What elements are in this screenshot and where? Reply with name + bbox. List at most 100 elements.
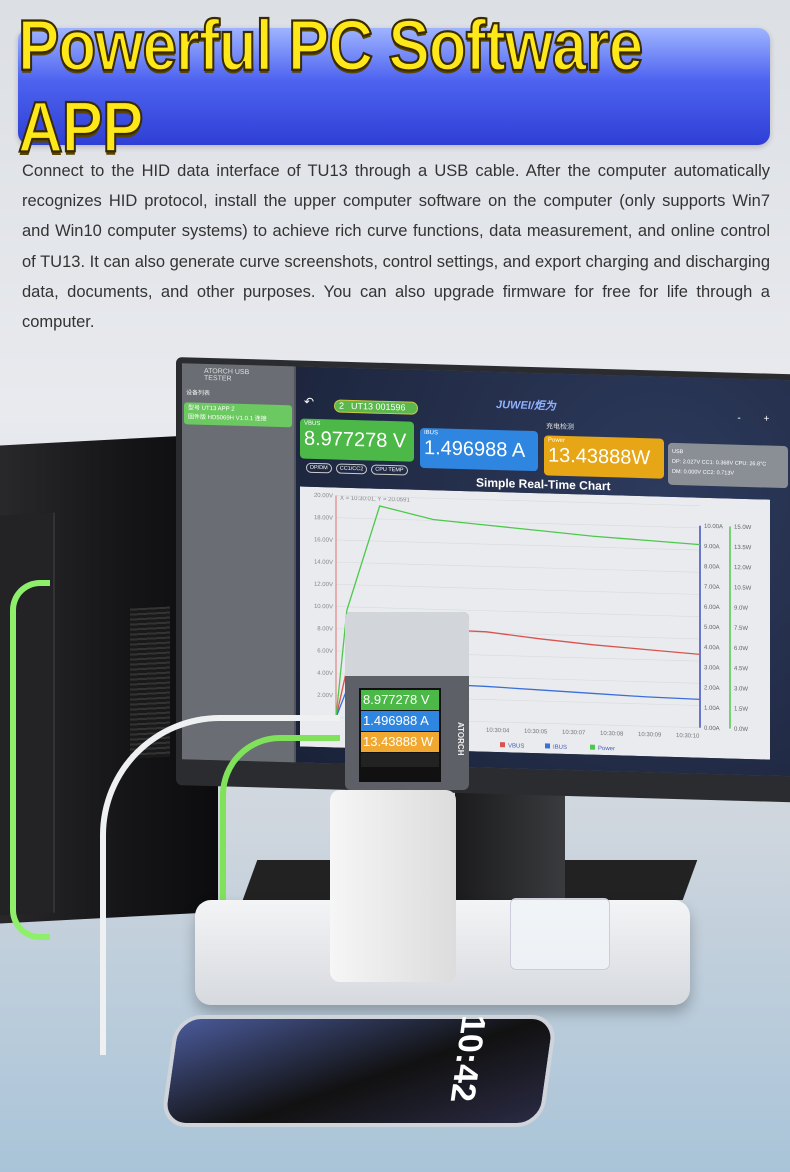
cursor-readout: X = 10:30:01, Y = 20.0591	[340, 496, 410, 504]
cc-toggle[interactable]: CC1/CC2	[335, 463, 368, 475]
y-right-a-tick: 3.00A	[704, 665, 720, 671]
usb-tester-device: 8.977278 V 1.496988 A 13.43888 W ATORCH	[345, 612, 469, 790]
x-tick: 10:30:07	[562, 730, 586, 737]
y-left-tick: 10.00V	[314, 604, 333, 611]
y-right-w-tick: 1.5W	[734, 706, 748, 712]
green-usb-cable	[10, 580, 50, 940]
cc1-voltage: CC1: 0.368V	[701, 459, 734, 467]
y-right-a-tick: 4.00A	[704, 645, 720, 651]
intro-text: Connect to the HID data interface of TU1…	[22, 162, 770, 332]
title-banner: Powerful PC Software APP	[17, 5, 770, 168]
x-tick: 10:30:10	[676, 733, 700, 740]
y-right-w-tick: 3.0W	[734, 686, 748, 692]
y-right-w-tick: 10.5W	[734, 585, 752, 591]
vbus-value: 8.977278 V	[304, 427, 407, 453]
y-right-w-tick: 15.0W	[734, 525, 752, 531]
x-tick: 10:30:08	[600, 731, 624, 738]
y-right-a-tick: 0.00A	[704, 726, 720, 732]
phone-clock: 10:42	[442, 1015, 493, 1102]
window-controls[interactable]: - + ×	[737, 412, 790, 426]
legend-swatch	[500, 742, 505, 748]
monitor-stand	[455, 790, 565, 910]
device-row-firmware: 固件版 HD5069H V1.0.1 连接	[188, 414, 267, 423]
dp-dm-toggle[interactable]: DP/DM	[306, 462, 332, 474]
y-right-a-tick: 5.00A	[704, 625, 720, 631]
y-left-tick: 20.00V	[314, 493, 333, 500]
x-tick: 10:30:09	[638, 732, 662, 739]
tester-info	[361, 753, 439, 767]
gridline	[336, 517, 700, 529]
y-left-tick: 14.00V	[314, 560, 333, 567]
gridline	[336, 539, 700, 551]
y-left-tick: 12.00V	[314, 582, 333, 589]
white-usb-cable	[100, 715, 340, 1055]
series-line-power	[335, 505, 701, 718]
dm-voltage: DM: 0.000V	[672, 468, 702, 476]
cc2-voltage: CC2: 0.713V	[702, 469, 735, 477]
legend-swatch	[545, 743, 550, 749]
x-tick: 10:30:04	[486, 728, 510, 735]
brand-logo: JUWEI/炬为	[496, 399, 556, 413]
device-tag[interactable]: 2 UT13 001596	[334, 399, 418, 415]
app-subtitle: 充电检测	[546, 423, 574, 432]
banner-title: Powerful PC Software APP	[17, 5, 644, 168]
y-right-a-tick: 10.00A	[704, 524, 723, 531]
y-left-tick: 4.00V	[317, 671, 333, 677]
tester-voltage: 8.977278 V	[361, 690, 439, 710]
y-left-tick: 2.00V	[317, 693, 333, 699]
y-right-a-tick: 6.00A	[704, 605, 720, 611]
y-left-tick: 16.00V	[314, 537, 333, 544]
x-tick: 10:30:05	[524, 729, 548, 736]
y-right-a-tick: 7.00A	[704, 584, 720, 590]
y-left-tick: 6.00V	[317, 648, 333, 654]
y-right-w-tick: 7.5W	[734, 626, 748, 632]
dp-voltage: DP: 2.027V	[672, 458, 701, 466]
gridline	[336, 561, 700, 573]
y-right-a-tick: 9.00A	[704, 544, 720, 550]
legend-label: VBUS	[508, 743, 524, 749]
gridline	[336, 606, 700, 617]
gridline	[336, 495, 700, 506]
tester-current: 1.496988 A	[361, 711, 439, 731]
y-right-w-tick: 12.0W	[734, 565, 752, 571]
y-right-w-tick: 13.5W	[734, 545, 752, 551]
y-right-w-tick: 4.5W	[734, 666, 748, 672]
power-value: 13.43888W	[548, 444, 651, 470]
legend-label: IBUS	[553, 745, 567, 751]
ibus-value: 1.496988 A	[424, 436, 526, 462]
tester-cap	[345, 612, 469, 676]
tester-power: 13.43888 W	[361, 732, 439, 752]
legend-swatch	[590, 744, 595, 750]
y-right-a-tick: 8.00A	[704, 564, 720, 570]
y-left-tick: 8.00V	[317, 626, 333, 632]
chart-toggle-group: DP/DM CC1/CC2 CPU TEMP	[306, 462, 408, 476]
y-left-tick: 18.00V	[314, 515, 333, 522]
y-right-w-tick: 6.0W	[734, 646, 748, 652]
device-index: 2	[339, 400, 345, 411]
y-right-a-tick: 1.00A	[704, 706, 720, 712]
gridline	[336, 584, 700, 595]
app-title: ATORCH USB TESTER	[204, 367, 250, 383]
cpu-temp: CPU: 26.8°C	[734, 460, 767, 468]
legend-label: Power	[598, 746, 615, 752]
y-right-a-tick: 2.00A	[704, 685, 720, 691]
device-id: UT13 001596	[351, 400, 406, 413]
green-cable-to-tester	[220, 735, 340, 955]
y-right-w-tick: 9.0W	[734, 605, 748, 611]
tester-display: 8.977278 V 1.496988 A 13.43888 W	[359, 688, 441, 782]
usb-info-panel: USB DP: 2.027V CC1: 0.368V CPU: 26.8°C D…	[668, 442, 788, 489]
chart-title: Simple Real-Time Chart	[476, 475, 611, 494]
y-right-w-tick: 0.0W	[734, 727, 748, 733]
usb-charger	[330, 790, 456, 982]
back-icon[interactable]: ↶	[304, 394, 315, 409]
tester-brand: ATORCH	[456, 722, 465, 756]
tester-cap-accessory	[510, 898, 610, 970]
device-list-label: 设备列表	[186, 390, 211, 398]
cpu-temp-toggle[interactable]: CPU TEMP	[371, 464, 408, 476]
smartphone: 10:42	[160, 1015, 558, 1127]
